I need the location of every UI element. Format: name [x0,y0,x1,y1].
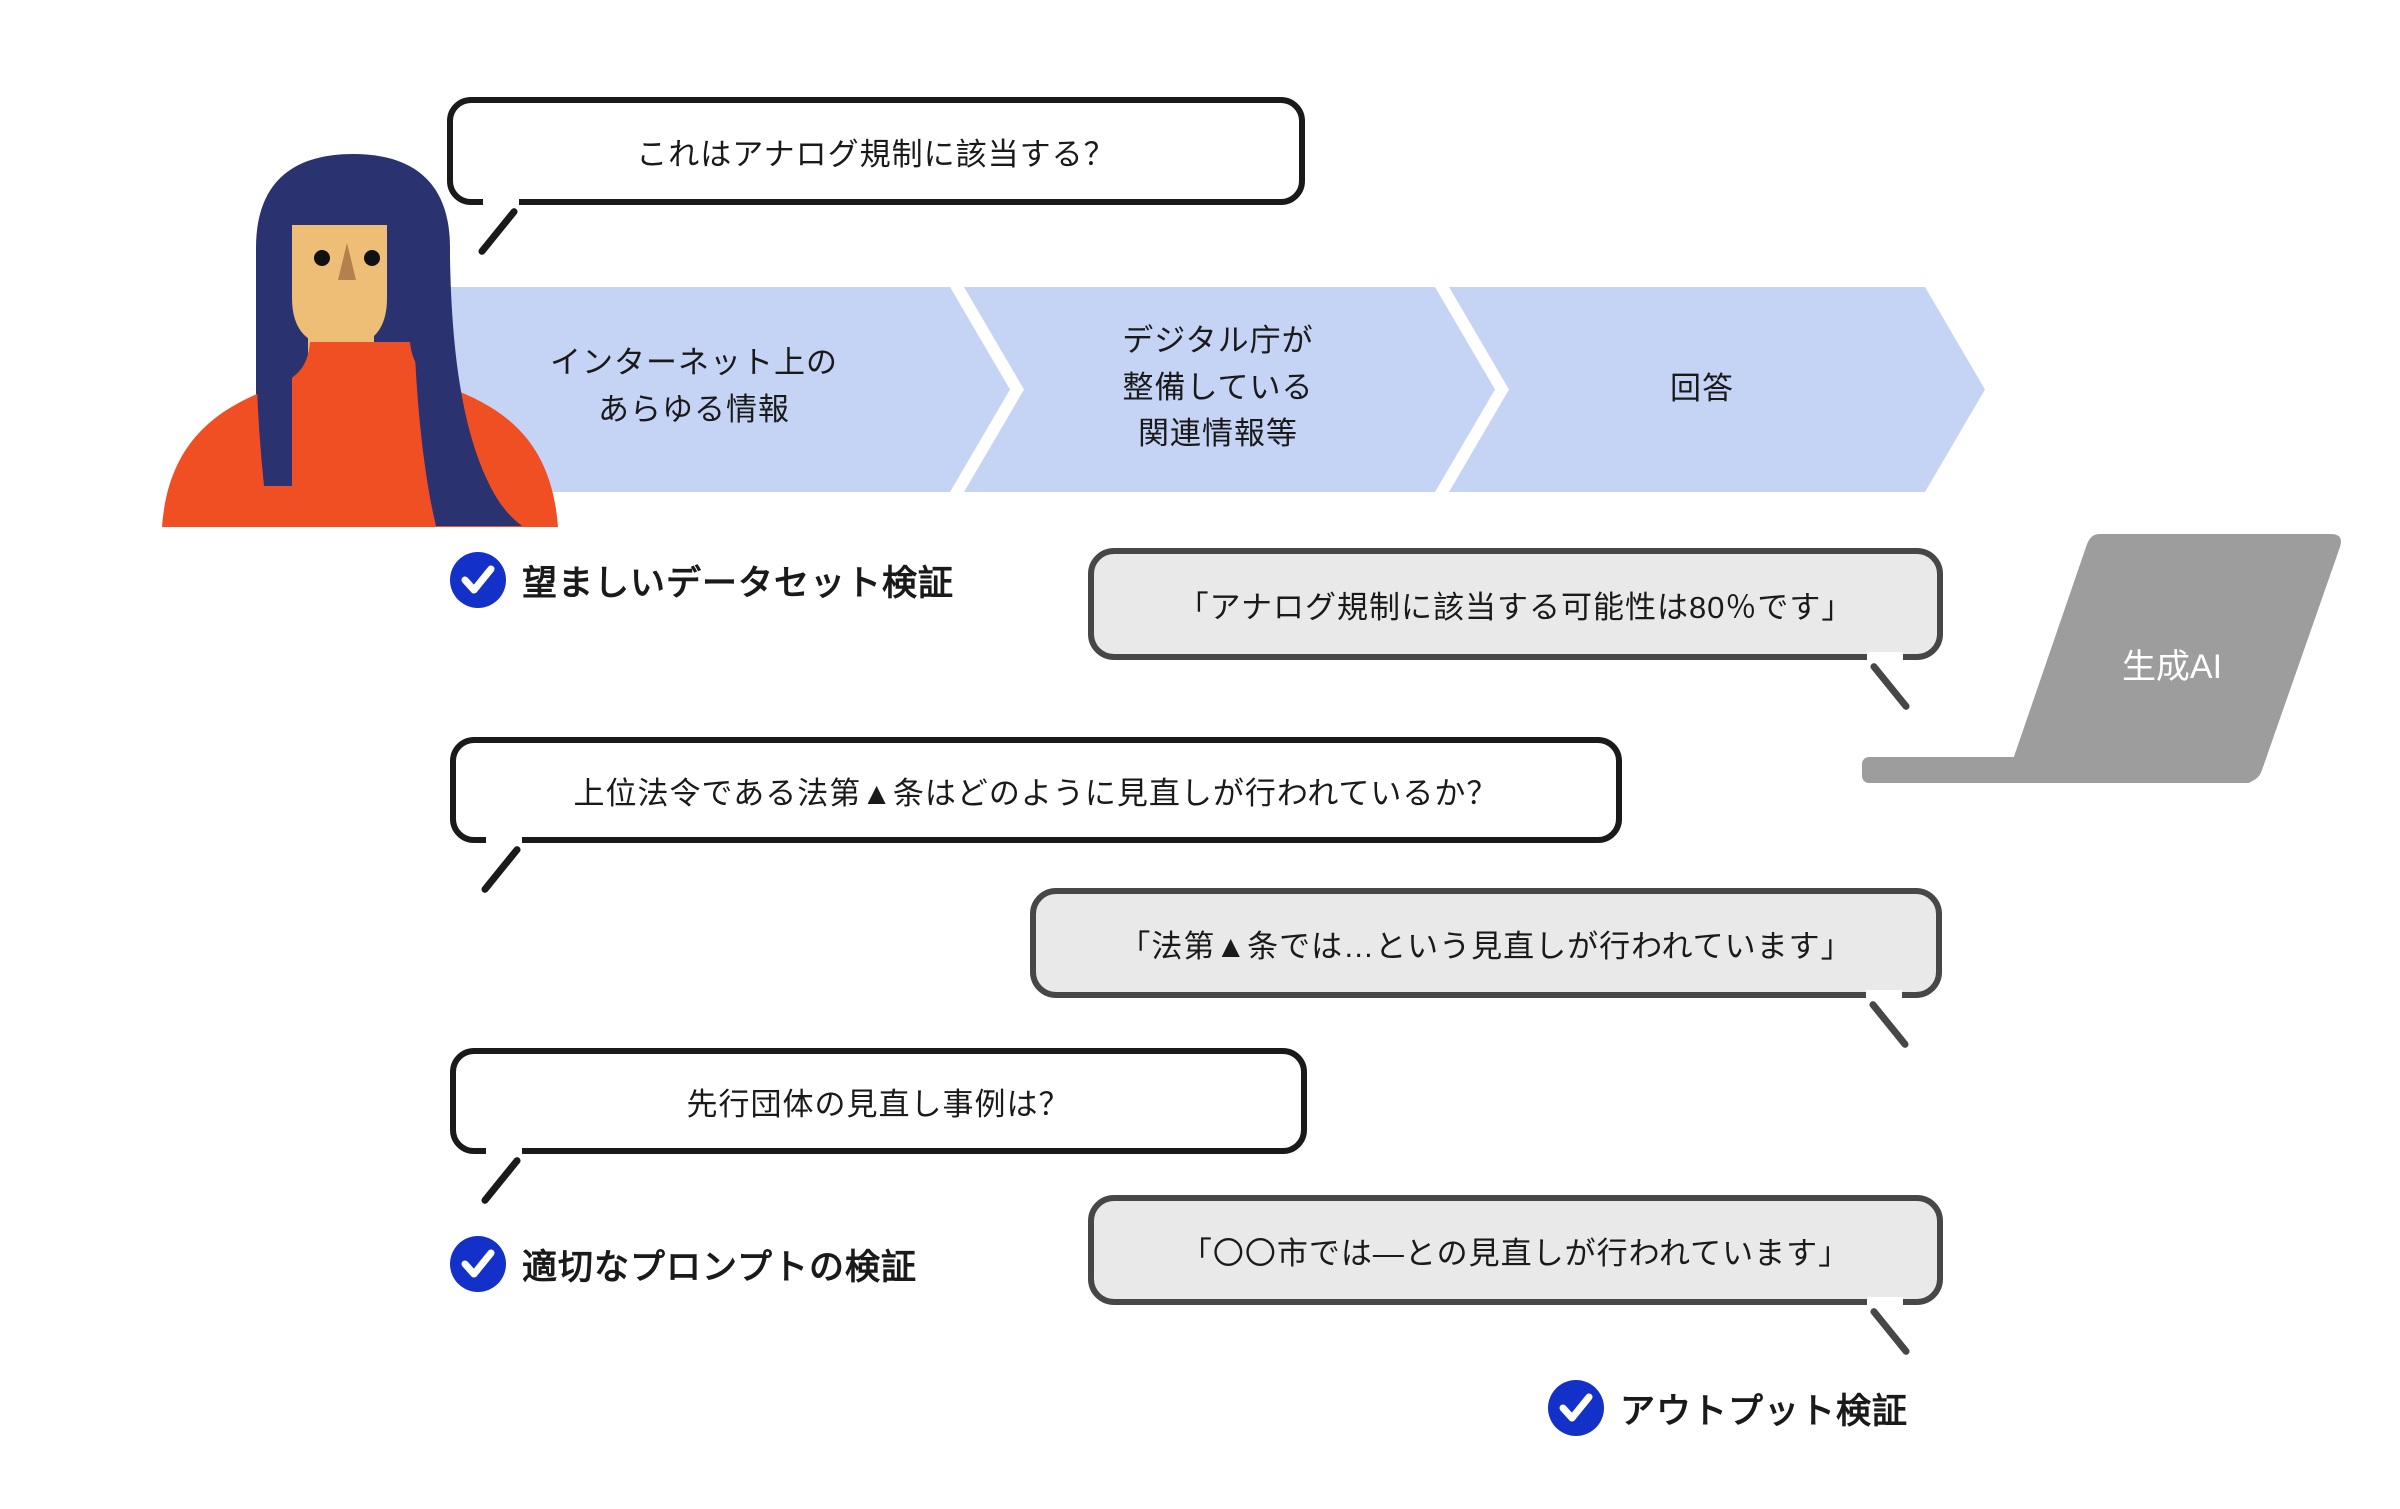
flow-step-2-line-3: 関連情報等 [1138,416,1298,451]
flow-step-3-shape [1449,287,1985,492]
ai-bubble-1-text: 「アナログ規制に該当する可能性は80％です」 [1177,589,1854,625]
ai-label: 生成AI [2122,648,2222,686]
check-icon [1548,1380,1604,1436]
bubble-tail [1868,999,1910,1050]
nose [338,243,356,280]
left-eye [314,250,330,266]
flow-step-2-label: デジタル庁が 整備している 関連情報等 [1008,318,1428,458]
bubble-tail-gap [1866,990,1902,1000]
check-item-prompt: 適切なプロンプトの検証 [450,1236,917,1292]
ai-bubble-1: 「アナログ規制に該当する可能性は80％です」 [1088,548,1943,712]
check-icon [450,552,506,608]
hair-left-drape [256,338,292,486]
bubble-tail [1869,1306,1911,1357]
user-bubble-3-text: 先行団体の見直し事例は？ [686,1086,1071,1122]
flow-step-2-line-2: 整備している [1122,369,1314,405]
bubble-tail-gap [483,197,519,207]
flow-arrow-band [445,287,1985,492]
right-eye [364,250,380,266]
bubble-tail [480,1155,522,1206]
flow-step-2-line-1: デジタル庁が [1122,323,1314,358]
flow-step-2-shape [964,287,1495,492]
bubble-tail-gap [486,1146,522,1156]
flow-step-3-label: 回答 [1492,366,1912,413]
laptop-icon: 生成AI [1862,534,2341,783]
ai-bubble-2-text: 「法第▲条では…という見直しが行われています」 [1119,928,1853,964]
bubble-tail-gap [1867,652,1903,662]
bubble-tail [480,844,522,895]
ai-bubble-3: 「〇〇市では―との見直しが行われています」 [1088,1195,1943,1357]
laptop-screen [2007,534,2341,782]
check-label: 望ましいデータセット検証 [522,563,955,603]
ai-bubble-2: 「法第▲条では…という見直しが行われています」 [1030,888,1942,1050]
shirt-shape [162,342,558,527]
bubble-tail-gap [486,835,522,845]
user-bubble-1-text: これはアナログ規制に該当する？ [636,136,1116,172]
flow-step-1-shape [445,287,1010,492]
flow-step-1-line-1: インターネット上の [550,345,838,380]
user-bubble-2-text: 上位法令である法第▲条はどのように見直しが行われているか？ [573,775,1499,811]
ai-bubble-3-text: 「〇〇市では―との見直しが行われています」 [1180,1235,1851,1271]
user-bubble-3: 先行団体の見直し事例は？ [450,1048,1307,1206]
user-person-icon [162,154,558,527]
user-bubble-1: これはアナログ規制に該当する？ [447,97,1305,257]
check-icon [450,1236,506,1292]
hair-right-drape [414,258,522,526]
flow-step-1-line-2: あらゆる情報 [598,391,790,427]
check-label: 適切なプロンプトの検証 [522,1247,917,1287]
check-item-output: アウトプット検証 [1548,1380,1908,1436]
flow-step-1-label: インターネット上の あらゆる情報 [484,340,904,433]
check-label: アウトプット検証 [1620,1391,1909,1431]
flow-step-3-line-1: 回答 [1670,371,1734,406]
bubble-tail-gap [1867,1297,1903,1307]
check-item-dataset: 望ましいデータセット検証 [450,552,954,608]
user-bubble-2: 上位法令である法第▲条はどのように見直しが行われているか？ [450,737,1622,895]
